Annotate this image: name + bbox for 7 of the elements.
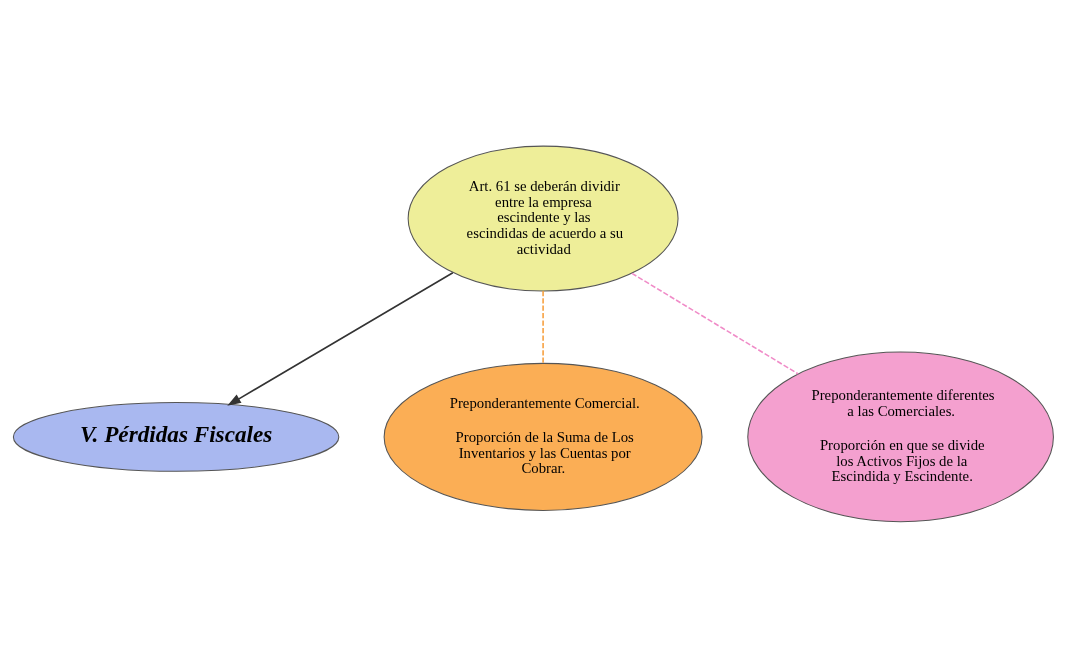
arrow (227, 271, 454, 406)
node-ellipse: Preponderantemente Comercial. Proporción de la Suma de Los Inventarios y las Cuentas por Cobrar. (383, 362, 703, 511)
connector (542, 289, 544, 364)
node-ellipse: Art. 61 se deberán dividir entre la empresa escindente y las escindidas de acuerdo a su actividad (407, 145, 679, 291)
node-ellipse: Preponderantemente diferentes a las Comerciales. Proporción en que se divide los Activos Fijos de la Escindida y Escindente. (747, 351, 1054, 522)
node-ellipse: V. Pérdidas Fiscales (12, 401, 340, 472)
connector (631, 272, 799, 375)
